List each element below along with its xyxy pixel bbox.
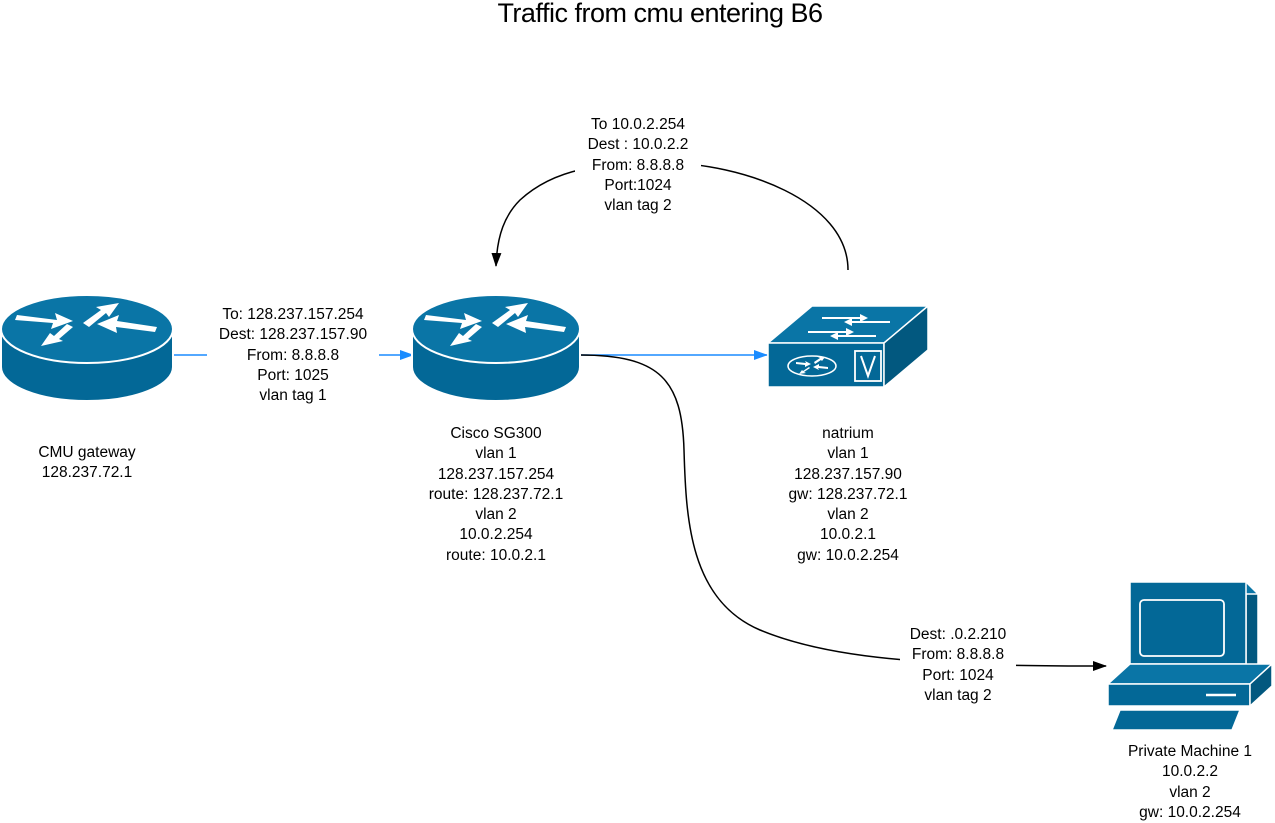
label-line: Port:1024 — [604, 176, 672, 194]
label-line: CMU gateway — [38, 444, 136, 461]
label-line: Port: 1024 — [922, 666, 994, 684]
cisco-router-icon — [411, 294, 581, 402]
node-label-cisco: Cisco SG300 vlan 1 128.237.157.254 route… — [411, 424, 581, 567]
label-line: gw: 10.0.2.254 — [797, 546, 899, 564]
label-line: Port: 1025 — [257, 366, 329, 384]
label-line: From: 8.8.8.8 — [246, 346, 340, 364]
label-line: gw: 128.237.72.1 — [788, 485, 908, 503]
edge-label-natrium-to-cisco: To 10.0.2.254 Dest : 10.0.2.2 From: 8.8.… — [575, 115, 701, 217]
label-line: vlan 1 — [475, 445, 517, 463]
diagram-title: Traffic from cmu entering B6 — [497, 0, 823, 28]
label-line: vlan 2 — [475, 506, 517, 524]
node-label-natrium: natrium vlan 1 128.237.157.90 gw: 128.23… — [772, 424, 924, 567]
edge-label-cisco-to-private: Dest: .0.2.210 From: 8.8.8.8 Port: 1024 … — [900, 625, 1016, 707]
label-line: route: 10.0.2.1 — [446, 546, 546, 564]
natrium-switch-icon — [765, 304, 931, 389]
private-machine-computer-icon — [1106, 580, 1274, 731]
label-line: natrium — [822, 425, 874, 442]
label-line: 128.237.72.1 — [41, 464, 133, 482]
edge-label-gateway-to-cisco: To: 128.237.157.254 Dest: 128.237.157.90… — [207, 305, 379, 407]
cmu-gateway-router-icon — [0, 294, 174, 402]
node-label-cmu-gateway: CMU gateway 128.237.72.1 — [17, 443, 157, 484]
label-line: route: 128.237.72.1 — [428, 485, 564, 503]
label-line: vlan 2 — [827, 506, 869, 524]
label-line: From: 8.8.8.8 — [911, 646, 1005, 664]
label-line: vlan tag 1 — [259, 387, 327, 405]
label-line: Dest: 128.237.157.90 — [218, 326, 368, 344]
node-label-private-machine: Private Machine 1 10.0.2.2 vlan 2 gw: 10… — [1110, 742, 1270, 823]
label-line: From: 8.8.8.8 — [591, 156, 685, 174]
label-line: gw: 10.0.2.254 — [1139, 803, 1241, 821]
label-line: Dest : 10.0.2.2 — [587, 136, 689, 154]
label-line: 10.0.2.1 — [819, 526, 877, 544]
label-line: 10.0.2.254 — [459, 526, 533, 544]
label-line: 128.237.157.90 — [794, 465, 902, 483]
label-line: Private Machine 1 — [1127, 743, 1253, 760]
label-line: Dest: .0.2.210 — [909, 626, 1007, 643]
label-line: vlan tag 2 — [604, 197, 672, 215]
label-line: vlan 2 — [1169, 783, 1211, 801]
label-line: vlan 1 — [827, 445, 869, 463]
label-line: To: 128.237.157.254 — [222, 306, 364, 323]
label-line: 128.237.157.254 — [437, 465, 555, 483]
label-line: To 10.0.2.254 — [591, 116, 685, 133]
label-line: vlan tag 2 — [924, 686, 992, 704]
label-line: Cisco SG300 — [450, 425, 542, 442]
label-line: 10.0.2.2 — [1161, 763, 1219, 781]
